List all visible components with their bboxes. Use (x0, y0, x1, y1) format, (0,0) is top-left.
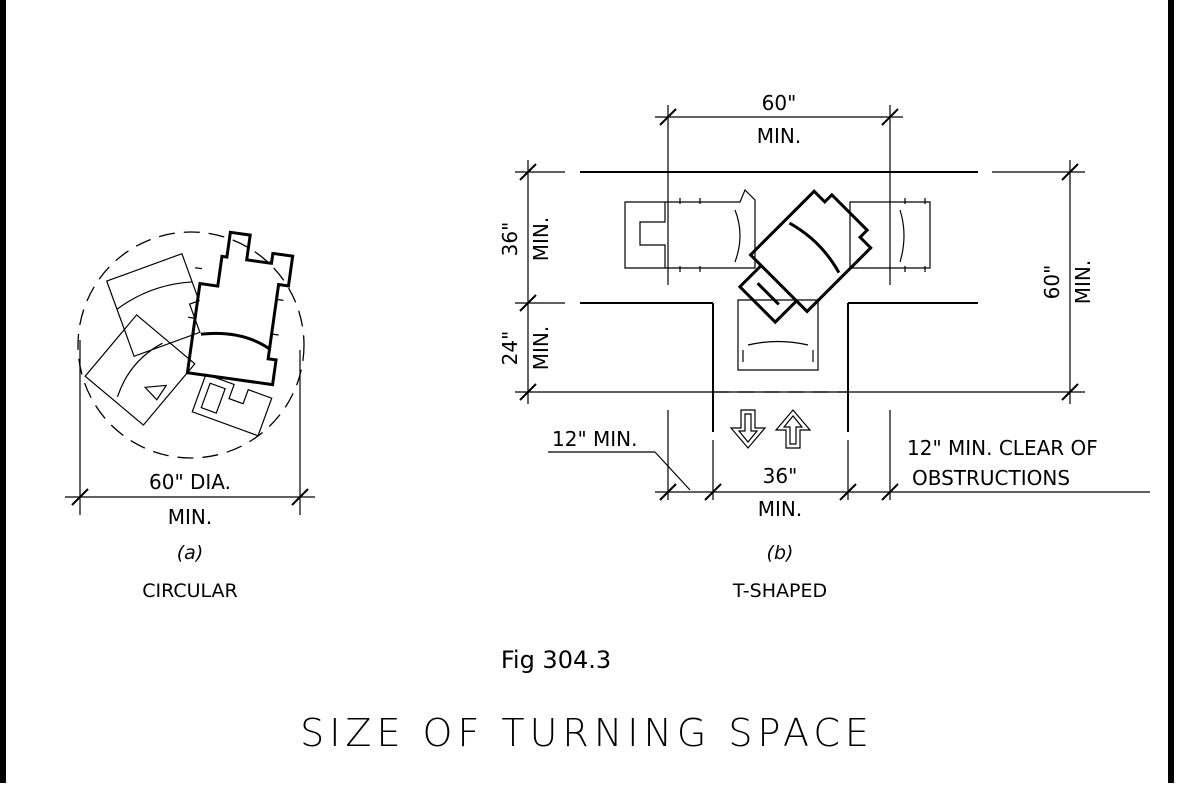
turning-circle (77, 231, 305, 459)
wheelchair-outline-1 (105, 252, 201, 358)
wheelchair-left-arm (624, 188, 756, 272)
t-shaped-turning-space: 60" MIN. 36" MIN. 24" MIN. 60" MIN. 36" … (498, 91, 1150, 602)
figure-title: SIZE OF TURNING SPACE (300, 711, 874, 755)
dimension-tick (704, 483, 722, 501)
wheelchair-bold (185, 230, 295, 387)
dimension-tick (1061, 383, 1079, 401)
total-depth-min-label: MIN. (1071, 260, 1095, 304)
left-note-leader (654, 451, 691, 491)
right-note-line2: OBSTRUCTIONS (912, 466, 1070, 490)
diameter-label: 60" DIA. (149, 470, 231, 494)
wheelchair-right-arm (849, 198, 931, 272)
wheelchair-bold-rotated (737, 189, 873, 325)
diameter-min-label: MIN. (168, 505, 212, 529)
down-arrow-icon (729, 409, 767, 449)
total-depth-label: 60" (1040, 265, 1064, 300)
t-shaped-caption: T-SHAPED (732, 580, 827, 602)
dimension-tick (291, 488, 309, 506)
dimension-tick (519, 163, 537, 181)
figure-number: Fig 304.3 (501, 646, 611, 674)
dimension-tick (659, 108, 677, 126)
dimension-tick (881, 483, 899, 501)
wheelchair-outline-2 (84, 314, 196, 426)
circular-label: (a) (177, 542, 203, 564)
top-width-label: 60" (762, 91, 797, 115)
stem-width-min-label: MIN. (758, 497, 802, 521)
circular-turning-space: 60" DIA. MIN. (a) CIRCULAR (65, 230, 315, 602)
dimension-tick (839, 483, 857, 501)
up-arrow-icon (774, 409, 812, 449)
wheelchair-outline-3 (191, 373, 273, 437)
right-note-line1: 12" MIN. CLEAR OF (907, 436, 1098, 460)
stem-width-label: 36" (763, 464, 798, 488)
circular-caption: CIRCULAR (142, 580, 238, 602)
stem-extra-label: 24" (498, 331, 522, 366)
t-shaped-label: (b) (767, 542, 794, 564)
arm-depth-min-label: MIN. (529, 217, 553, 261)
dimension-tick (519, 383, 537, 401)
dimension-tick (659, 483, 677, 501)
top-width-min-label: MIN. (757, 124, 801, 148)
stem-extra-min-label: MIN. (529, 326, 553, 370)
dimension-tick (881, 108, 899, 126)
wheelchair-stem (737, 299, 819, 371)
dimension-tick (1061, 163, 1079, 181)
left-note: 12" MIN. (552, 427, 637, 451)
arm-depth-label: 36" (498, 222, 522, 257)
dimension-tick (71, 488, 89, 506)
dimension-tick (519, 294, 537, 312)
